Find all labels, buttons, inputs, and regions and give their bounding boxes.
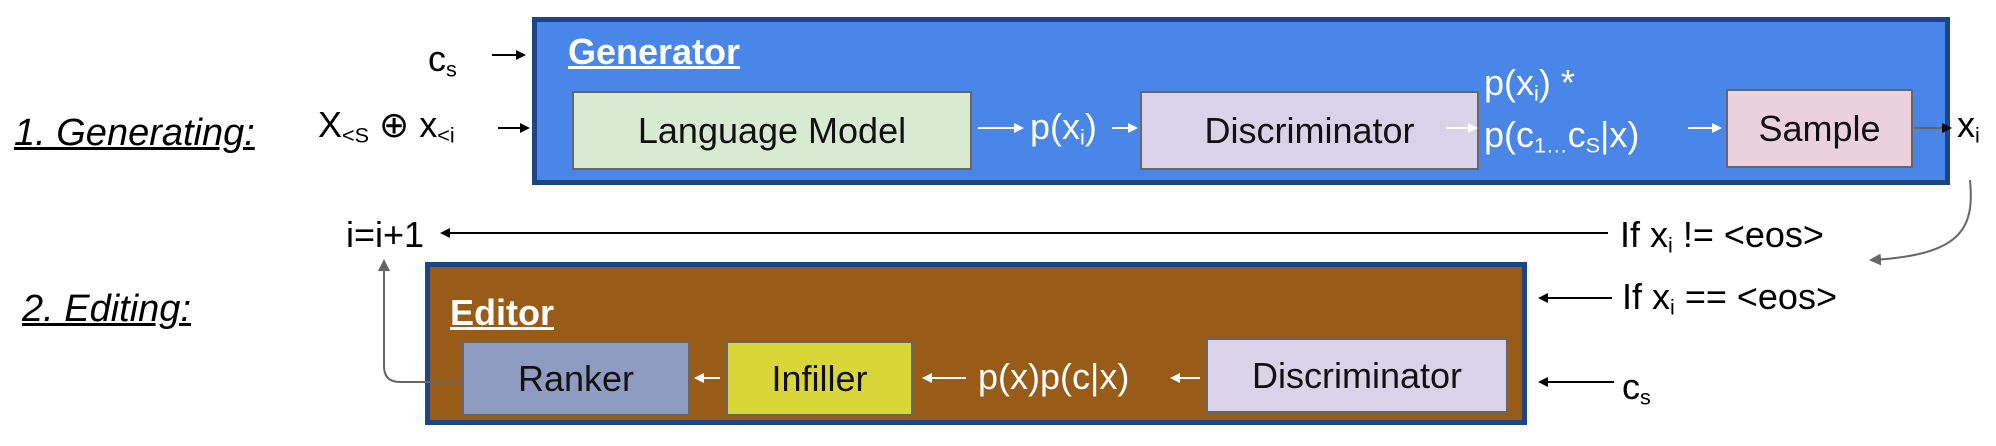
sample-box: Sample: [1726, 89, 1913, 168]
language-model-box: Language Model: [572, 91, 972, 170]
generator-title: Generator: [568, 31, 741, 72]
output-xi: xi: [1957, 104, 1980, 148]
editor-prob-label: p(x)p(c|x): [978, 356, 1130, 397]
editor-cs-input: cs: [1622, 366, 1651, 410]
stage-label-generating: 1. Generating:: [14, 112, 255, 154]
context-input: X<S ⊕ x<i: [318, 104, 455, 148]
infiller-box: Infiller: [726, 341, 913, 416]
generator-discriminator-box: Discriminator: [1140, 91, 1479, 170]
output-branch-arrow: [1869, 179, 1972, 266]
condition-continue-label: If xi != <eos>: [1620, 214, 1824, 258]
stage-label-editing: 2. Editing:: [22, 288, 191, 330]
editor-title: Editor: [450, 292, 554, 333]
condition-end-label: If xi == <eos>: [1622, 276, 1837, 320]
product-label-line1: p(xi) *: [1484, 62, 1575, 106]
condition-cs-input: cs: [428, 38, 457, 82]
editor-discriminator-box: Discriminator: [1206, 338, 1508, 413]
increment-label: i=i+1: [346, 214, 425, 255]
ranker-to-increment-arrow: [378, 259, 460, 383]
ranker-box: Ranker: [462, 341, 690, 416]
product-label-line2: p(c1…cS|x): [1484, 114, 1640, 158]
p-xi-label: p(xi): [1030, 106, 1097, 150]
